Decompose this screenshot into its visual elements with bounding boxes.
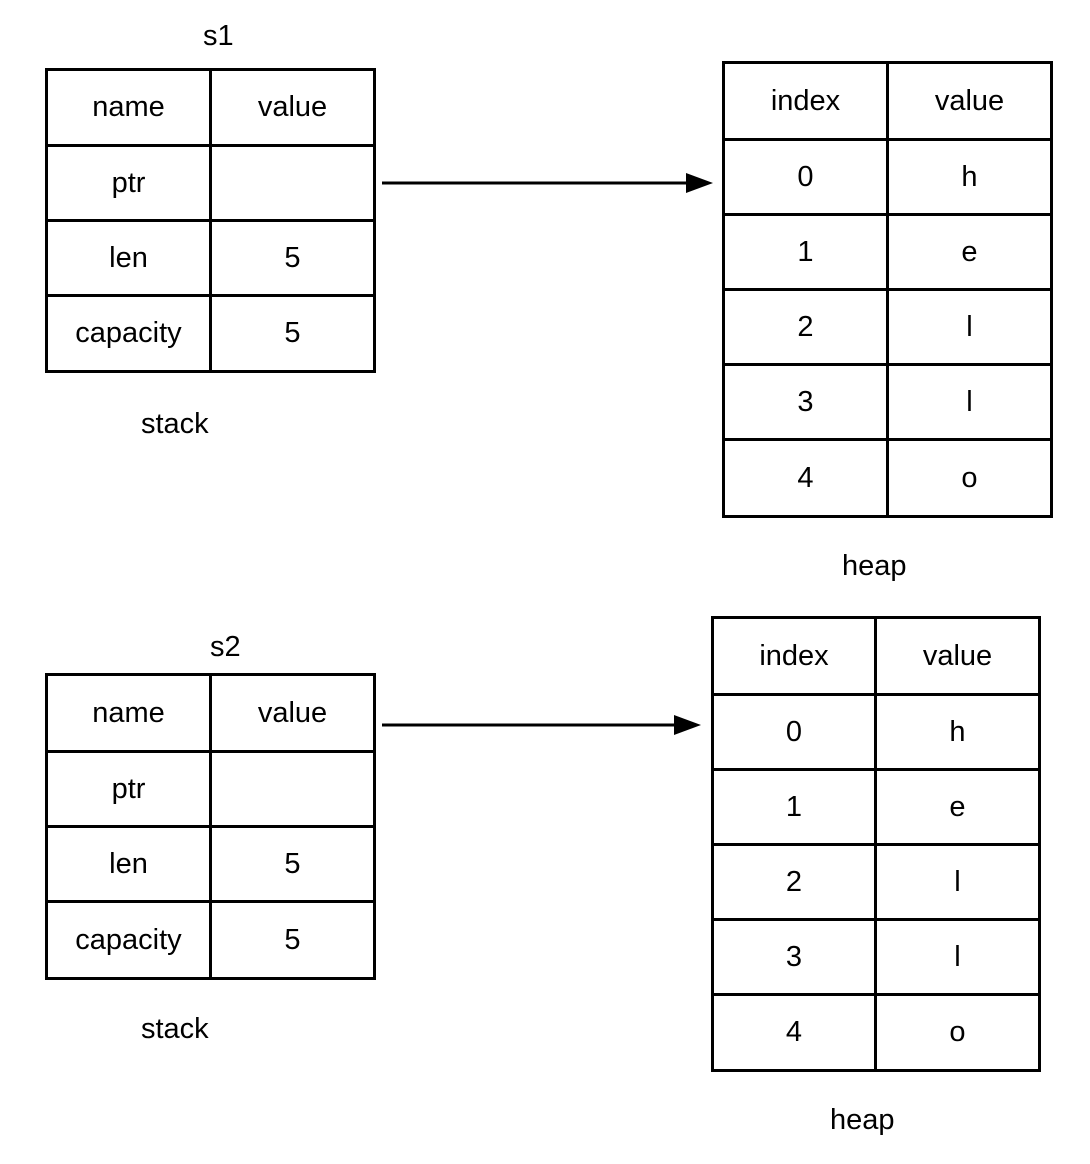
stack-row-ptr: ptr bbox=[45, 144, 376, 222]
heap-row: 0 h bbox=[722, 138, 1053, 216]
heap-header-row: index value bbox=[722, 61, 1053, 141]
heap-label-s2: heap bbox=[830, 1104, 895, 1136]
column-header-index: index bbox=[711, 616, 877, 696]
stack-row-capacity: capacity 5 bbox=[45, 294, 376, 373]
stack-title-s2: s2 bbox=[210, 631, 241, 663]
stack-label-s1: stack bbox=[141, 408, 209, 440]
heap-index: 0 bbox=[722, 138, 889, 216]
field-value: 5 bbox=[209, 219, 376, 297]
stack-header-row: name value bbox=[45, 68, 376, 147]
stack-row-ptr: ptr bbox=[45, 750, 376, 828]
heap-table-s1: index value 0 h 1 e 2 l 3 l 4 o bbox=[722, 61, 1053, 518]
field-value: 5 bbox=[209, 900, 376, 980]
heap-value: e bbox=[874, 768, 1041, 846]
heap-value: h bbox=[874, 693, 1041, 771]
field-value: 5 bbox=[209, 825, 376, 903]
field-value bbox=[209, 750, 376, 828]
field-value: 5 bbox=[209, 294, 376, 373]
heap-value: h bbox=[886, 138, 1053, 216]
heap-row: 4 o bbox=[722, 438, 1053, 518]
heap-label-s1: heap bbox=[842, 550, 907, 582]
column-header-value: value bbox=[209, 68, 376, 147]
heap-row: 1 e bbox=[711, 768, 1041, 846]
heap-row: 2 l bbox=[722, 288, 1053, 366]
heap-value: l bbox=[886, 363, 1053, 441]
heap-index: 1 bbox=[711, 768, 877, 846]
heap-value: o bbox=[886, 438, 1053, 518]
heap-index: 2 bbox=[711, 843, 877, 921]
column-header-value: value bbox=[886, 61, 1053, 141]
field-value bbox=[209, 144, 376, 222]
heap-table-s2: index value 0 h 1 e 2 l 3 l 4 o bbox=[711, 616, 1041, 1072]
heap-value: l bbox=[874, 843, 1041, 921]
column-header-name: name bbox=[45, 673, 212, 753]
field-name: capacity bbox=[45, 900, 212, 980]
field-name: ptr bbox=[45, 750, 212, 828]
stack-table-s2: name value ptr len 5 capacity 5 bbox=[45, 673, 376, 980]
stack-label-s2: stack bbox=[141, 1013, 209, 1045]
heap-value: o bbox=[874, 993, 1041, 1072]
heap-index: 4 bbox=[722, 438, 889, 518]
stack-row-capacity: capacity 5 bbox=[45, 900, 376, 980]
field-name: len bbox=[45, 825, 212, 903]
stack-row-len: len 5 bbox=[45, 825, 376, 903]
heap-row: 0 h bbox=[711, 693, 1041, 771]
column-header-name: name bbox=[45, 68, 212, 147]
field-name: capacity bbox=[45, 294, 212, 373]
heap-index: 1 bbox=[722, 213, 889, 291]
stack-table-s1: name value ptr len 5 capacity 5 bbox=[45, 68, 376, 373]
heap-row: 4 o bbox=[711, 993, 1041, 1072]
heap-header-row: index value bbox=[711, 616, 1041, 696]
heap-row: 3 l bbox=[711, 918, 1041, 996]
column-header-value: value bbox=[874, 616, 1041, 696]
field-name: ptr bbox=[45, 144, 212, 222]
heap-value: l bbox=[886, 288, 1053, 366]
stack-row-len: len 5 bbox=[45, 219, 376, 297]
heap-index: 2 bbox=[722, 288, 889, 366]
stack-header-row: name value bbox=[45, 673, 376, 753]
column-header-value: value bbox=[209, 673, 376, 753]
heap-row: 3 l bbox=[722, 363, 1053, 441]
stack-title-s1: s1 bbox=[203, 20, 234, 52]
heap-index: 3 bbox=[711, 918, 877, 996]
heap-index: 0 bbox=[711, 693, 877, 771]
heap-row: 2 l bbox=[711, 843, 1041, 921]
column-header-index: index bbox=[722, 61, 889, 141]
field-name: len bbox=[45, 219, 212, 297]
heap-value: l bbox=[874, 918, 1041, 996]
heap-index: 4 bbox=[711, 993, 877, 1072]
heap-index: 3 bbox=[722, 363, 889, 441]
heap-value: e bbox=[886, 213, 1053, 291]
heap-row: 1 e bbox=[722, 213, 1053, 291]
